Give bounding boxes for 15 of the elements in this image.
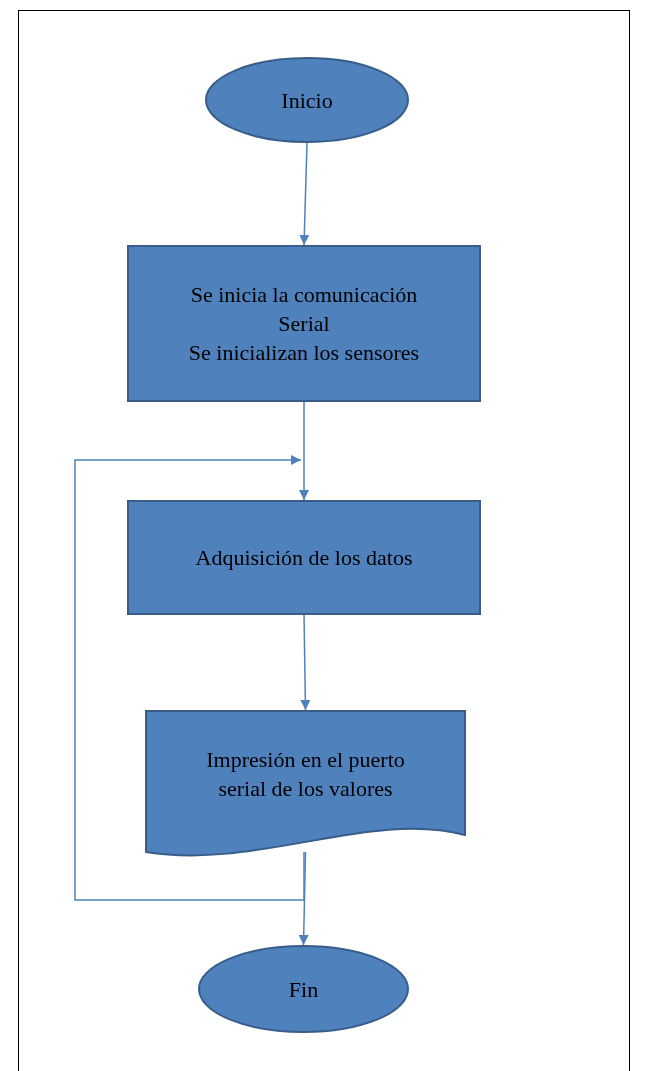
node-label: Fin <box>288 975 319 1004</box>
process-box <box>127 500 481 615</box>
node-label: Se inicia la comunicación Serial <box>189 281 419 338</box>
arrow <box>74 455 305 901</box>
arrow <box>300 614 311 711</box>
arrow <box>298 851 309 946</box>
node-label: Se inicializan los sensores <box>188 339 420 367</box>
terminal-ellipse <box>205 57 409 143</box>
terminal-ellipse <box>198 945 409 1033</box>
process-box <box>127 245 481 402</box>
arrow <box>299 401 309 501</box>
arrow <box>299 142 310 246</box>
node-label: Inicio <box>281 86 333 115</box>
node-label: Impresión en el puerto serial de los valores <box>205 746 406 803</box>
node-label: Adquisición de los datos <box>195 544 413 572</box>
